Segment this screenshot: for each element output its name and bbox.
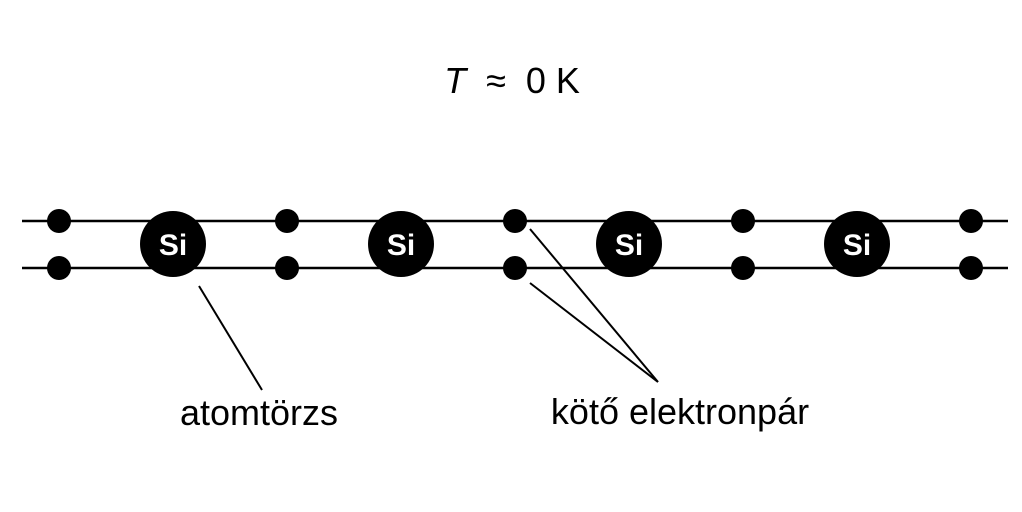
electron-dot <box>503 209 527 233</box>
bond-label: kötő elektronpár <box>551 391 809 432</box>
core-label: atomtörzs <box>180 392 338 433</box>
bond-leader-line-upper <box>529 228 659 383</box>
electron-dot <box>275 256 299 280</box>
bond-leader-line-lower <box>529 282 659 383</box>
electron-pairs <box>47 209 983 280</box>
electron-dot <box>275 209 299 233</box>
electron-dot <box>47 209 71 233</box>
electron-pair <box>959 209 983 280</box>
temperature-value: 0 K <box>526 60 580 101</box>
temperature-title: T ≈ 0 K <box>444 60 580 101</box>
atom-core: Si <box>824 211 890 277</box>
electron-pair <box>47 209 71 280</box>
atom-symbol: Si <box>615 229 643 262</box>
atom-symbol: Si <box>387 229 415 262</box>
electron-pair <box>275 209 299 280</box>
electron-dot <box>959 256 983 280</box>
atom-symbol: Si <box>843 229 871 262</box>
electron-dot <box>47 256 71 280</box>
core-leader-line <box>198 285 263 391</box>
temperature-variable: T <box>444 60 469 101</box>
atom-core: Si <box>368 211 434 277</box>
electron-dot <box>731 209 755 233</box>
atom-core: Si <box>140 211 206 277</box>
electron-pair <box>503 209 527 280</box>
atom-core: Si <box>596 211 662 277</box>
atom-symbol: Si <box>159 229 187 262</box>
electron-pair <box>731 209 755 280</box>
electron-dot <box>959 209 983 233</box>
approx-symbol: ≈ <box>486 60 506 101</box>
electron-dot <box>503 256 527 280</box>
electron-dot <box>731 256 755 280</box>
